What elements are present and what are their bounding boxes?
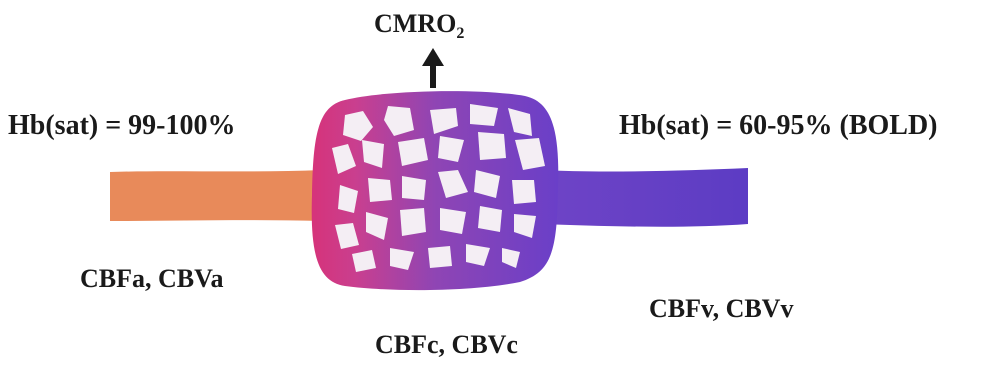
venous-flow-volume-label: CBFv, CBVv xyxy=(649,294,793,324)
artery-vessel xyxy=(110,170,322,221)
capillary-flow-volume-label: CBFc, CBVc xyxy=(375,330,518,360)
cmro2-label: CMRO2 xyxy=(374,9,464,43)
venous-saturation-label: Hb(sat) = 60-95% (BOLD) xyxy=(619,110,938,142)
vein-vessel xyxy=(540,168,748,227)
arterial-saturation-label: Hb(sat) = 99-100% xyxy=(8,110,236,142)
oxygen-consumption-arrow xyxy=(422,48,444,88)
arterial-flow-volume-label: CBFa, CBVa xyxy=(80,264,224,294)
